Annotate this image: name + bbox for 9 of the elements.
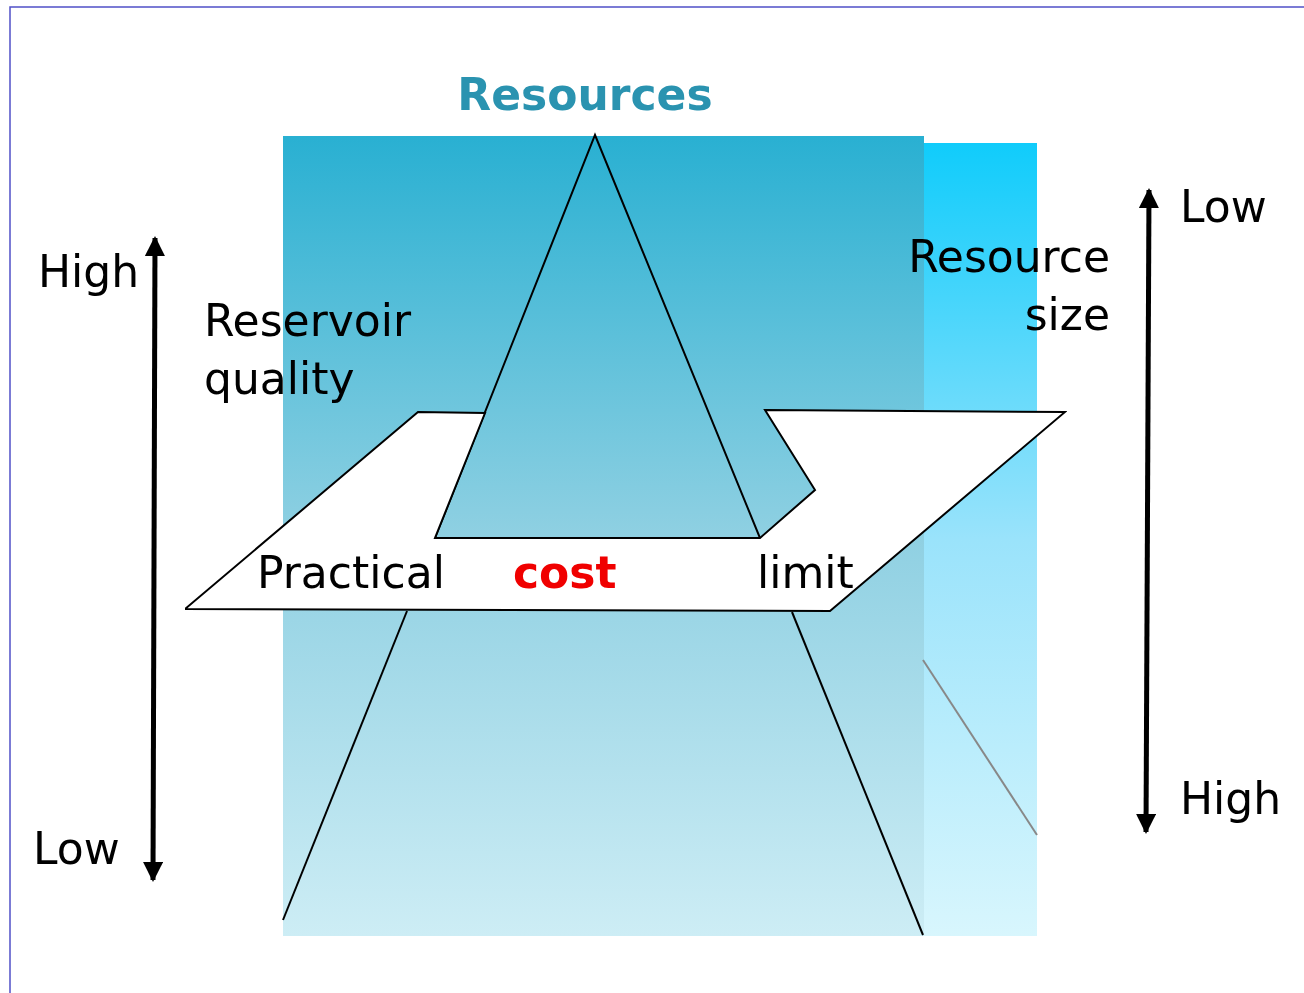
axis-label: High [1180,772,1282,826]
plane-label: Practical [257,546,445,600]
axis-label: High [38,245,140,299]
axis-label: Low [33,822,120,876]
axis-label: Low [1180,180,1267,234]
plane-label: cost [513,546,617,600]
cost-limit-plane [185,409,1067,613]
plane-label: limit [757,546,854,600]
diagram-title: Resources [456,68,714,122]
